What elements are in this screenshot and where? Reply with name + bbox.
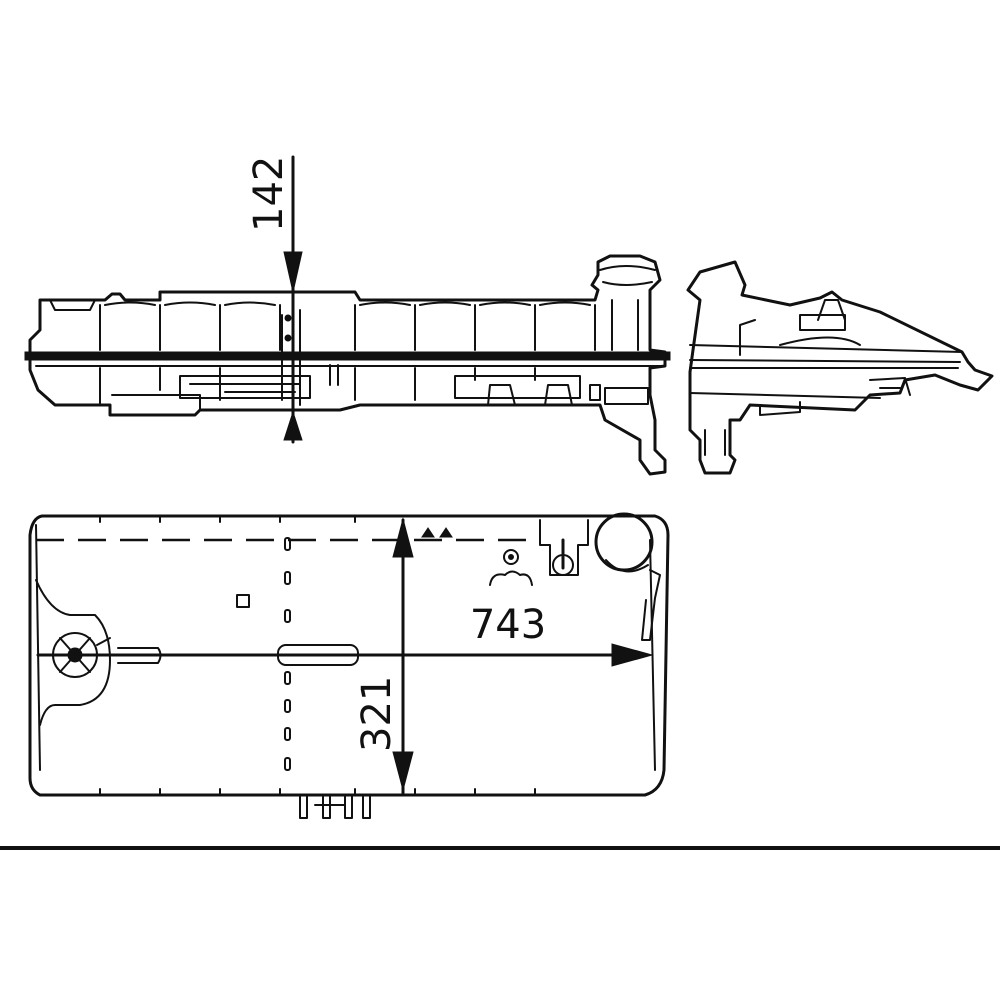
plan-view <box>28 512 670 819</box>
filler-cap-icon <box>594 512 654 572</box>
marker-square <box>236 594 250 608</box>
length-dimension-label: 743 <box>470 602 546 648</box>
sensor-icon <box>503 549 519 565</box>
side-view <box>24 254 671 476</box>
arrow-right-icon <box>611 643 654 667</box>
width-dimension-label: 321 <box>354 676 400 752</box>
arrow-down-icon <box>392 751 414 792</box>
arrow-up-icon <box>392 517 414 558</box>
arrow-up-icon <box>283 410 303 441</box>
vertical-marks <box>284 537 291 771</box>
small-arrow-icon <box>421 527 435 538</box>
end-view <box>686 260 994 475</box>
seam-band <box>24 351 671 361</box>
arrow-down-icon <box>283 251 303 293</box>
width-dimension: 321 <box>354 517 414 795</box>
height-dimension: 142 <box>246 155 303 444</box>
length-dimension: 743 <box>36 602 654 667</box>
small-arrow-icon <box>439 527 453 538</box>
height-dimension-label: 142 <box>246 156 292 232</box>
